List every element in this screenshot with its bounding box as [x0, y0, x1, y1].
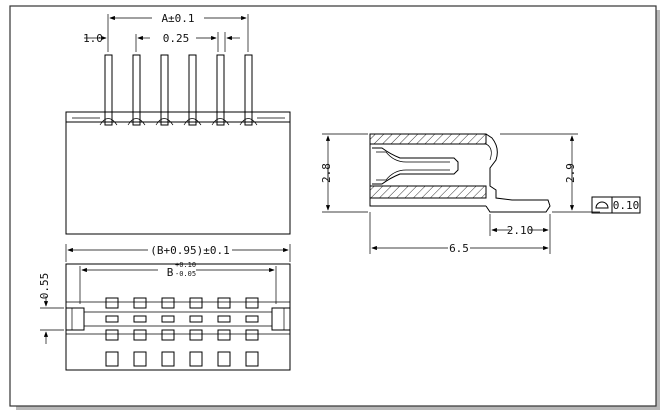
pads-upper — [105, 297, 259, 341]
top-view: A±0.1 1.0 0.25 — [65, 12, 291, 235]
bottom-view: (B+0.95)±0.1 B +0.10 -0.05 0.55 — [38, 244, 291, 371]
pins — [72, 54, 285, 126]
housing-body — [65, 111, 291, 235]
dim-tail: 2.10 — [507, 224, 534, 237]
dim-width-a: A±0.1 — [161, 12, 194, 25]
side-view: 2.8 2.9 0.10 2.10 6.5 — [320, 133, 641, 255]
flatness-symbol — [595, 201, 609, 209]
flatness-value: 0.10 — [613, 199, 640, 212]
pin — [132, 54, 141, 126]
pin — [216, 54, 225, 126]
dim-height-left: 2.8 — [320, 163, 333, 183]
dim-pin-offset: 1.0 — [83, 32, 103, 45]
pin — [104, 54, 113, 126]
dim-outer: (B+0.95)±0.1 — [150, 244, 229, 257]
dim-inner-base: B — [167, 266, 174, 279]
dim-pad-height: 0.55 — [38, 273, 51, 300]
upper-wall — [369, 133, 487, 145]
dim-pin-width: 0.25 — [163, 32, 190, 45]
pin — [244, 54, 253, 126]
pin — [188, 54, 197, 126]
dim-inner-tol-lower: -0.05 — [175, 270, 196, 278]
dim-length: 6.5 — [449, 242, 469, 255]
sheet-border — [9, 5, 657, 407]
bottom-housing — [65, 263, 291, 371]
pads-lower — [105, 351, 259, 367]
pin — [160, 54, 169, 126]
lower-wall — [369, 185, 487, 199]
flatness-value-box — [611, 196, 641, 214]
dim-inner-tol-upper: +0.10 — [175, 261, 196, 269]
dim-height-right: 2.9 — [564, 163, 577, 183]
